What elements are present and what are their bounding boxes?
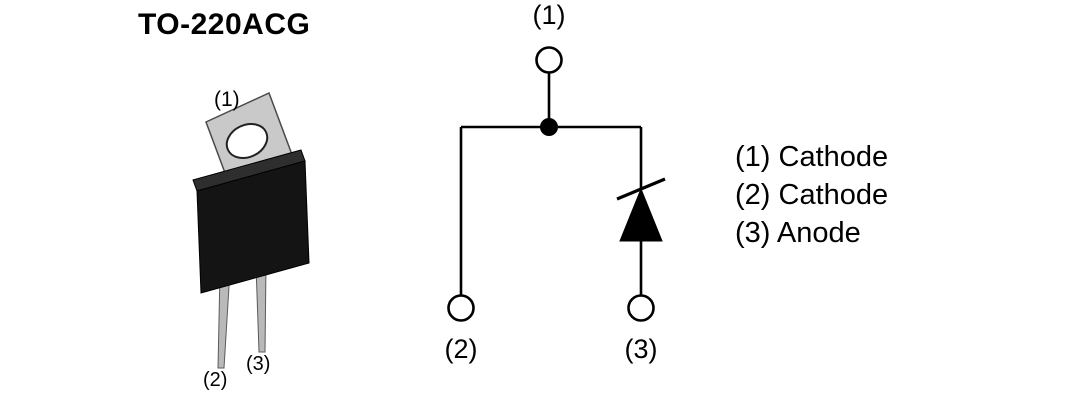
schematic-pin1-label: (1) [532, 0, 566, 30]
package-tab-hole [225, 122, 269, 160]
package-body [196, 160, 310, 294]
package-pin2-label: (2) [203, 369, 228, 391]
package-pin3-label: (3) [246, 353, 271, 375]
pin-legend: (1) Cathode (2) Cathode (3) Anode [735, 138, 888, 252]
terminal-1-circle [535, 46, 563, 74]
package-pin1-label: (1) [214, 88, 240, 111]
legend-item-1: (1) Cathode [735, 141, 889, 173]
terminal-2-circle [447, 294, 475, 322]
package-drawing [192, 91, 310, 369]
terminal-3-circle [627, 294, 655, 322]
diode-symbol [616, 177, 666, 242]
schematic-pin3-label: (3) [624, 334, 658, 364]
schematic-diagram [447, 46, 666, 322]
schematic-pin2-label: (2) [444, 334, 478, 364]
legend-item-2: (2) Cathode [735, 179, 889, 211]
legend-item-3: (3) Anode [735, 217, 861, 249]
package-title: TO-220ACG [138, 8, 311, 41]
